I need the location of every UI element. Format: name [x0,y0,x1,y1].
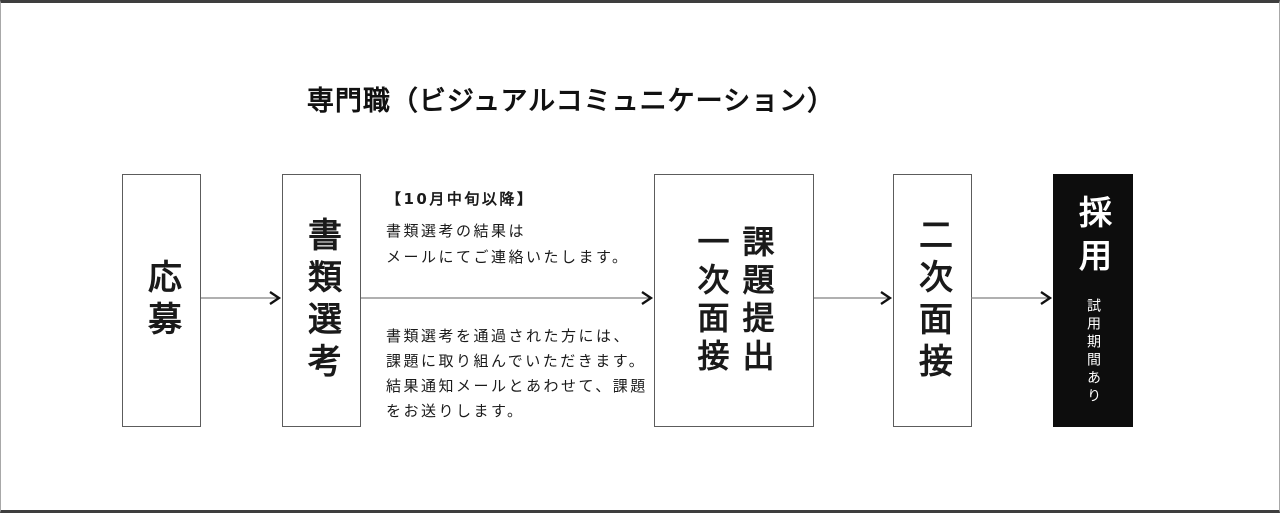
task-note-line: 結果通知メールとあわせて、課題 [386,377,648,395]
step-label-hired: 採用 [1073,195,1113,281]
step-label-screening: 書類選考 [301,216,342,385]
arrow-right-icon [361,291,654,305]
schedule-heading: 【10月中旬以降】 [386,190,535,208]
step-box-second-interview: 二次面接 [893,174,972,427]
screening-result-note: 【10月中旬以降】 書類選考の結果は メールにてご連絡いたします。 [386,186,630,270]
result-note-line: 書類選考の結果は [386,222,527,240]
step-label-task-submission: 課題提出 [737,224,776,377]
step-label-apply: 応募 [141,258,182,343]
step-label-first-interview: 一次面接 [692,224,731,377]
arrow-right-icon [201,291,282,305]
arrow-right-icon [971,291,1053,305]
task-note-line: 課題に取り組んでいただきます。 [386,352,647,370]
task-note: 書類選考を通過された方には、 課題に取り組んでいただきます。 結果通知メールとあ… [386,324,648,424]
flow-arrow-first-to-second-interview [814,290,893,306]
task-note-line: をお送りします。 [386,402,525,420]
step-box-screening: 書類選考 [282,174,361,427]
flow-arrow-screening-to-first-interview [361,290,654,306]
step-box-apply: 応募 [122,174,201,427]
diagram-title: 専門職（ビジュアルコミュニケーション） [306,86,836,117]
step-box-first-interview: 一次面接 課題提出 [654,174,814,427]
step-box-hired: 採用 試用期間あり [1053,174,1133,427]
step-label-second-interview: 二次面接 [912,216,953,385]
result-note-line: メールにてご連絡いたします。 [386,248,630,266]
flow-arrow-second-interview-to-hired [971,290,1053,306]
arrow-right-icon [814,291,893,305]
flow-arrow-apply-to-screening [201,290,282,306]
task-note-line: 書類選考を通過された方には、 [386,327,632,345]
hired-probation-note: 試用期間あり [1085,298,1101,406]
